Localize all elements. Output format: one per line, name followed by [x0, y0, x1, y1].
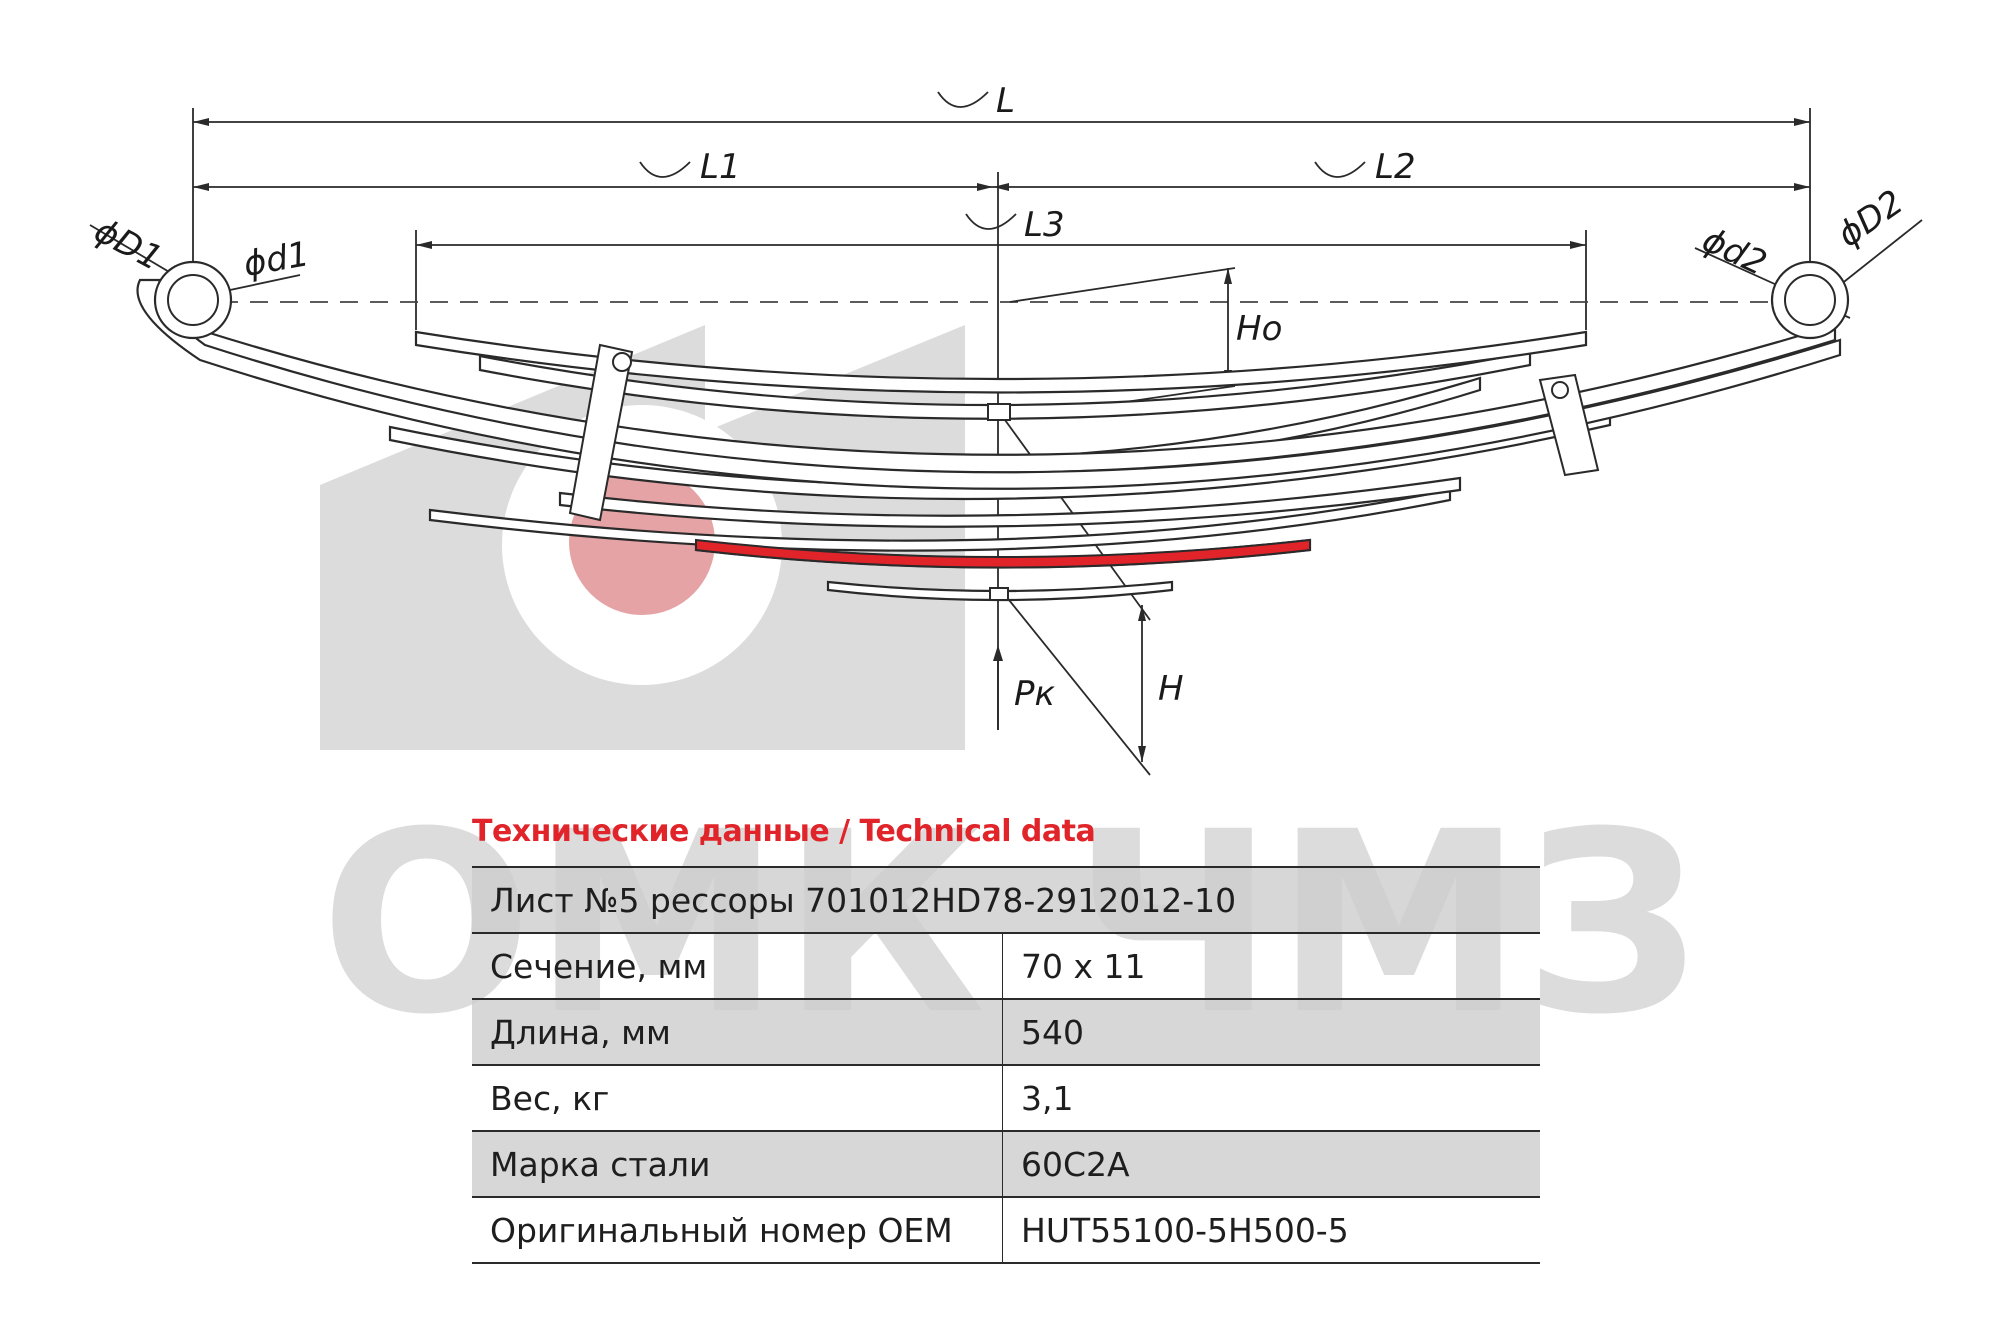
table-title: Технические данные / Technical data: [472, 814, 1096, 849]
dimension-lines: L L1 L2 L3 Ho H Pк ϕD1 ϕd1 ϕd2: [88, 81, 1923, 776]
table-row: Длина, мм 540: [472, 999, 1540, 1066]
row-label: Вес, кг: [472, 1065, 1003, 1132]
spec-table: Лист №5 рессоры 701012HD78-2912012-10 Се…: [472, 866, 1540, 1264]
row-label: Длина, мм: [472, 999, 1003, 1066]
row-value: 540: [1002, 999, 1540, 1066]
table-row: Марка стали 60С2А: [472, 1131, 1540, 1198]
label-L3: L3: [1024, 205, 1065, 245]
label-L2: L2: [1375, 147, 1416, 187]
row-label: Сечение, мм: [472, 933, 1003, 1000]
clamp-right: [1538, 373, 1600, 477]
row-label: Марка стали: [472, 1131, 1003, 1198]
table-row: Сечение, мм 70 х 11: [472, 933, 1540, 1000]
label-d1: ϕd1: [241, 234, 313, 285]
highlighted-leaf: [695, 538, 1311, 569]
row-label: Оригинальный номер OEM: [472, 1197, 1003, 1264]
center-bolt: [987, 403, 1011, 601]
table-row: Оригинальный номер OEM HUT55100-5H500-5: [472, 1197, 1540, 1264]
label-H: H: [1158, 669, 1184, 709]
table-row: Вес, кг 3,1: [472, 1065, 1540, 1132]
eye-right: [1770, 260, 1850, 340]
table-header-row: Лист №5 рессоры 701012HD78-2912012-10: [472, 866, 1540, 934]
eye-left: [153, 260, 233, 340]
table-header: Лист №5 рессоры 701012HD78-2912012-10: [472, 866, 1540, 934]
label-Pk: Pк: [1014, 674, 1056, 714]
row-value: HUT55100-5H500-5: [1002, 1197, 1540, 1264]
row-value: 70 х 11: [1002, 933, 1540, 1000]
label-Ho: Ho: [1236, 309, 1282, 349]
clamp-left: [568, 343, 634, 522]
label-D2: ϕD2: [1830, 182, 1910, 255]
label-d2: ϕd2: [1696, 220, 1772, 284]
label-D1: ϕD1: [88, 211, 169, 279]
label-L: L: [996, 81, 1015, 121]
row-value: 3,1: [1002, 1065, 1540, 1132]
row-value: 60С2А: [1002, 1131, 1540, 1198]
spring-leaves: [136, 278, 1842, 602]
label-L1: L1: [700, 147, 741, 187]
